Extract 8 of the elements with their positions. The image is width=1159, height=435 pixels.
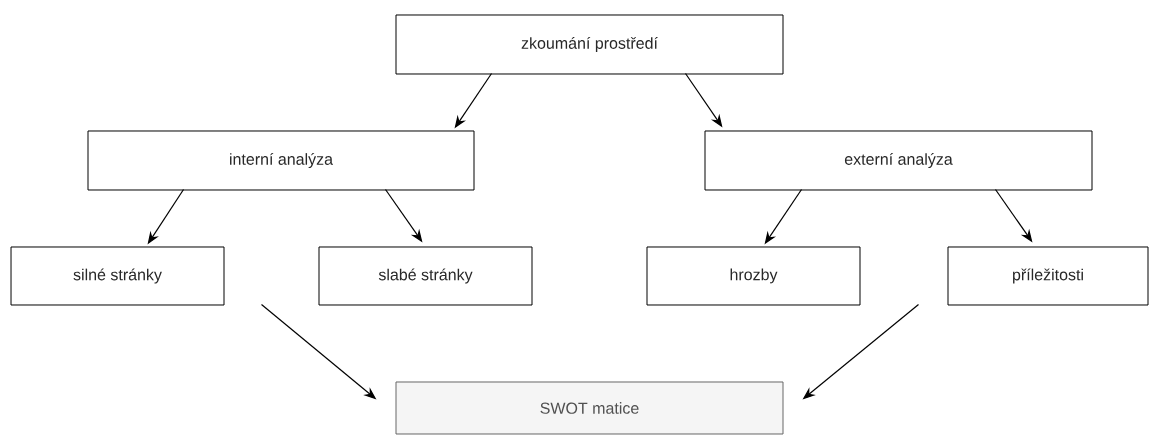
process-box: externí analýza [704, 130, 1093, 191]
process-box: interní analýza [87, 130, 475, 191]
process-box: zkoumání prostředí [395, 14, 784, 75]
result-box: SWOT matice [395, 381, 784, 435]
process-box: silné stránky [10, 246, 225, 306]
process-box: hrozby [646, 246, 861, 306]
process-box: příležitosti [947, 246, 1149, 306]
process-box: slabé stránky [318, 246, 533, 306]
